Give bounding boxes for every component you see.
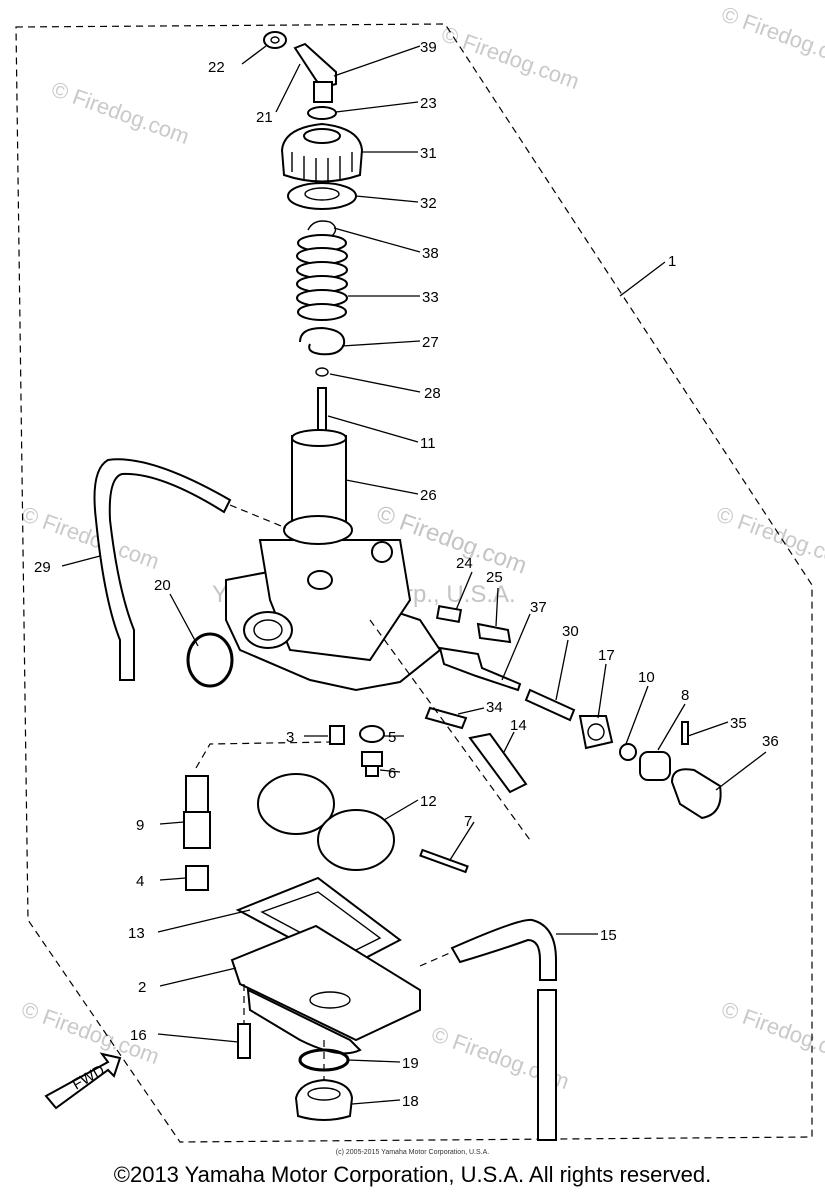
callout-14: 14 bbox=[510, 717, 527, 734]
callout-34: 34 bbox=[486, 699, 503, 716]
callout-36: 36 bbox=[762, 733, 779, 750]
part-25-screw bbox=[476, 622, 512, 644]
part-32-gasket bbox=[287, 182, 357, 210]
callout-2: 2 bbox=[138, 979, 146, 996]
callout-29: 29 bbox=[34, 559, 51, 576]
callout-labels: 22 21 39 23 31 32 38 33 27 28 11 26 1 29… bbox=[34, 39, 779, 1110]
part-34-spring bbox=[424, 706, 468, 730]
callout-15: 15 bbox=[600, 927, 617, 944]
part-38-clip bbox=[307, 220, 337, 237]
part-22-nut bbox=[263, 31, 287, 49]
callout-22: 22 bbox=[208, 59, 225, 76]
part-33-throttle-spring bbox=[296, 234, 348, 321]
callout-33: 33 bbox=[422, 289, 439, 306]
callout-32: 32 bbox=[420, 195, 437, 212]
callout-6: 6 bbox=[388, 765, 396, 782]
part-7-float-pin bbox=[419, 848, 469, 874]
part-3-jet bbox=[329, 725, 345, 745]
callout-21: 21 bbox=[256, 109, 273, 126]
part-4-jet bbox=[185, 865, 209, 891]
carburetor-body bbox=[225, 515, 442, 692]
assembly-axes bbox=[195, 504, 531, 1080]
part-39-elbow-fitting bbox=[293, 42, 337, 103]
part-18-drain-plug bbox=[294, 1078, 354, 1121]
part-37-starter-plunger bbox=[438, 646, 522, 692]
part-29-vent-tube bbox=[93, 458, 232, 681]
callout-13: 13 bbox=[128, 925, 145, 942]
part-15-drain-tube bbox=[450, 918, 557, 1141]
part-27-spring-seat bbox=[299, 326, 346, 356]
callout-8: 8 bbox=[681, 687, 689, 704]
copyright-footer: ©2013 Yamaha Motor Corporation, U.S.A. A… bbox=[113, 1162, 712, 1187]
part-12-float bbox=[257, 773, 395, 871]
part-8-cap bbox=[639, 751, 671, 781]
part-16-screw bbox=[237, 1023, 251, 1059]
part-9-needle-jet bbox=[183, 775, 211, 849]
callout-28: 28 bbox=[424, 385, 441, 402]
callout-30: 30 bbox=[562, 623, 579, 640]
part-17-plunger-nut bbox=[578, 715, 614, 750]
part-10-cap bbox=[619, 743, 637, 761]
callout-37: 37 bbox=[530, 599, 547, 616]
callout-25: 25 bbox=[486, 569, 503, 586]
small-copyright: (c) 2005-2015 Yamaha Motor Corporation, … bbox=[335, 1149, 490, 1156]
callout-23: 23 bbox=[420, 95, 437, 112]
callout-10: 10 bbox=[638, 669, 655, 686]
part-26-throttle-valve bbox=[291, 429, 347, 523]
callout-26: 26 bbox=[420, 487, 437, 504]
watermark-text: © Firedog.com bbox=[718, 1, 825, 74]
callout-4: 4 bbox=[136, 873, 144, 890]
callout-12: 12 bbox=[420, 793, 437, 810]
callout-24: 24 bbox=[456, 555, 473, 572]
callout-9: 9 bbox=[136, 817, 144, 834]
part-36-cap bbox=[670, 768, 722, 820]
callout-1: 1 bbox=[668, 253, 676, 270]
part-31-mixing-chamber-top bbox=[280, 122, 364, 183]
watermark-text: © Firedog.com bbox=[713, 501, 825, 574]
part-20-o-ring bbox=[186, 632, 234, 688]
callout-27: 27 bbox=[422, 334, 439, 351]
part-30-spring bbox=[524, 688, 576, 722]
part-28-needle-clip bbox=[315, 367, 329, 377]
callout-7: 7 bbox=[464, 813, 472, 830]
callout-16: 16 bbox=[130, 1027, 147, 1044]
watermark-text: © Firedog.com bbox=[48, 76, 192, 149]
callout-38: 38 bbox=[422, 245, 439, 262]
callout-3: 3 bbox=[286, 729, 294, 746]
part-23-washer bbox=[307, 106, 337, 120]
callout-31: 31 bbox=[420, 145, 437, 162]
callout-17: 17 bbox=[598, 647, 615, 664]
fwd-direction-arrow: FWD bbox=[44, 1052, 122, 1110]
callout-35: 35 bbox=[730, 715, 747, 732]
watermark-text: © Firedog.com bbox=[438, 21, 582, 94]
callout-11: 11 bbox=[420, 435, 436, 452]
callout-39: 39 bbox=[420, 39, 437, 56]
callout-19: 19 bbox=[402, 1055, 419, 1072]
callout-20: 20 bbox=[154, 577, 171, 594]
callout-18: 18 bbox=[402, 1093, 419, 1110]
part-24-screw bbox=[435, 605, 463, 623]
leader-lines bbox=[61, 45, 767, 1105]
part-5-washer bbox=[359, 725, 385, 743]
part-14-air-screw bbox=[468, 732, 528, 794]
part-35-pin bbox=[681, 721, 689, 745]
watermark-text: © Firedog.com bbox=[718, 996, 825, 1069]
part-6-jet bbox=[361, 751, 383, 777]
callout-5: 5 bbox=[388, 729, 396, 746]
